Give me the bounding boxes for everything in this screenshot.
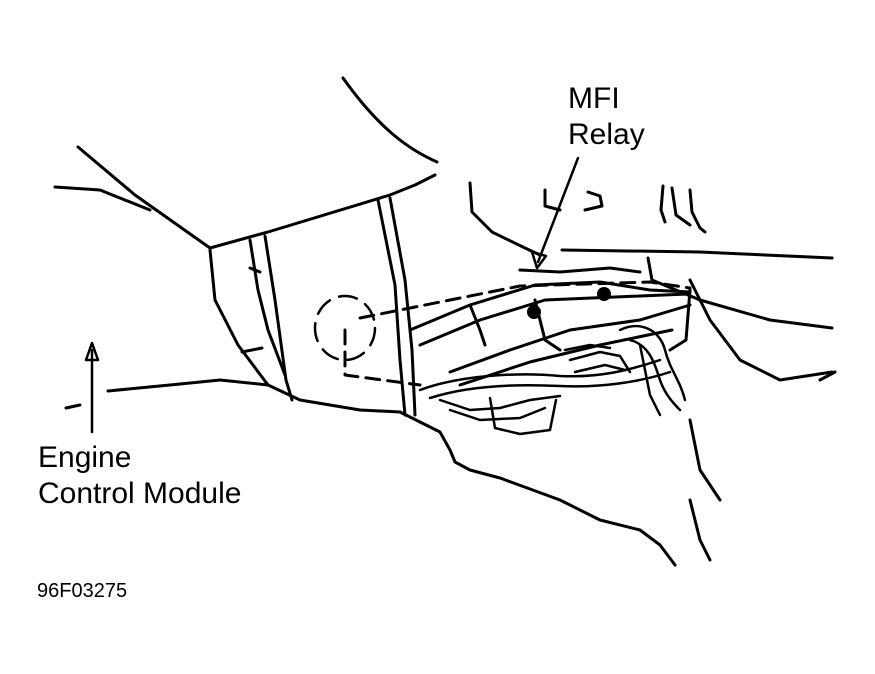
ecm-leader [84,341,100,434]
mfi-relay-body [408,266,692,387]
ecm-label-line2: Control Module [38,477,242,510]
mfi-relay-label-line1: MFI [568,82,620,115]
figure-code: 96F03275 [37,580,128,602]
fender-outline [53,76,542,257]
inner-fender [543,184,834,382]
wiring-harness [418,324,687,436]
mfi-relay-label-line2: Relay [568,118,645,151]
mfi-relay-leader [530,156,580,270]
ecm-label-line1: Engine [38,441,132,474]
lower-body-outline [64,370,837,567]
